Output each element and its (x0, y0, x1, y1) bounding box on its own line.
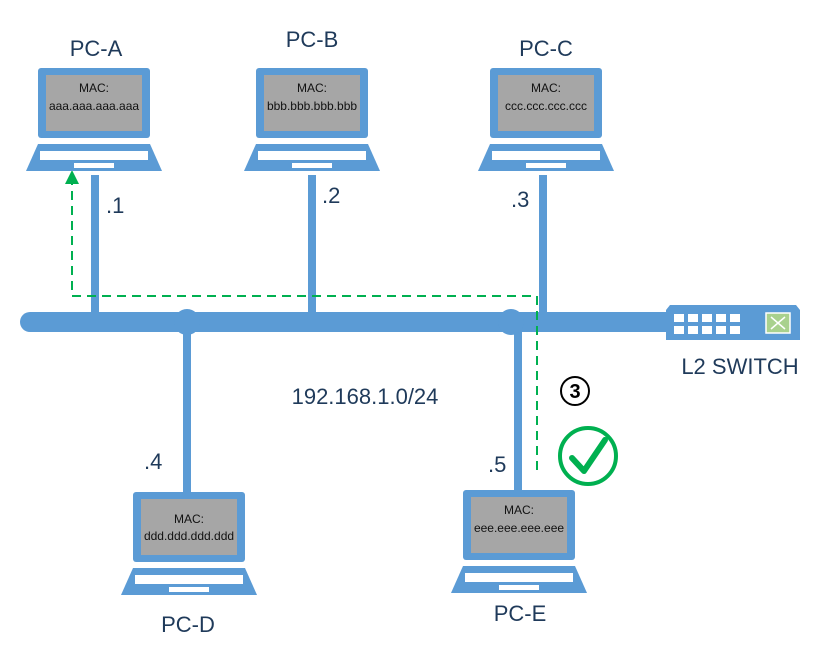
pc-d-name: PC-D (161, 612, 215, 637)
host-addr-pc-b: .2 (322, 183, 340, 208)
laptop-pc-a: MAC: aaa.aaa.aaa.aaa (26, 68, 162, 171)
host-addr-pc-d: .4 (144, 449, 162, 474)
mac-value-pc-e: eee.eee.eee.eee (474, 521, 564, 535)
pc-c-name: PC-C (519, 36, 573, 61)
laptop-pc-b: MAC: bbb.bbb.bbb.bbb (244, 68, 380, 171)
pc-e-name: PC-E (494, 601, 547, 626)
mac-label-pc-e: MAC: (504, 503, 534, 517)
mac-value-pc-a: aaa.aaa.aaa.aaa (49, 99, 139, 113)
laptop-pc-e: MAC: eee.eee.eee.eee (451, 490, 587, 593)
step-number: 3 (569, 381, 580, 403)
junction-pc-d (174, 309, 200, 335)
laptop-pc-c: MAC: ccc.ccc.ccc.ccc (478, 68, 614, 171)
laptop-icon (26, 68, 162, 171)
mac-value-pc-c: ccc.ccc.ccc.ccc (505, 99, 587, 113)
junction-pc-e (498, 309, 524, 335)
mac-value-pc-d: ddd.ddd.ddd.ddd (144, 529, 234, 543)
subnet-label: 192.168.1.0/24 (292, 384, 439, 409)
laptop-icon (451, 490, 587, 593)
laptop-icon (478, 68, 614, 171)
mac-label-pc-c: MAC: (531, 81, 561, 95)
reply-path (65, 170, 538, 470)
host-addr-pc-a: .1 (106, 193, 124, 218)
step-marker-ring (560, 376, 590, 406)
switch-label: L2 SWITCH (681, 354, 798, 379)
pc-b-name: PC-B (286, 27, 339, 52)
host-addr-pc-c: .3 (511, 187, 529, 212)
mac-value-pc-b: bbb.bbb.bbb.bbb (267, 99, 357, 113)
host-addr-pc-e: .5 (488, 452, 506, 477)
laptop-icon (121, 492, 257, 595)
switch-icon (666, 305, 800, 340)
pc-a-name: PC-A (70, 36, 123, 61)
laptop-pc-d: MAC: ddd.ddd.ddd.ddd (121, 492, 257, 595)
mac-label-pc-b: MAC: (297, 81, 327, 95)
mac-label-pc-d: MAC: (174, 512, 204, 526)
laptop-icon (244, 68, 380, 171)
mac-label-pc-a: MAC: (79, 81, 109, 95)
checkmark-icon (558, 426, 618, 486)
